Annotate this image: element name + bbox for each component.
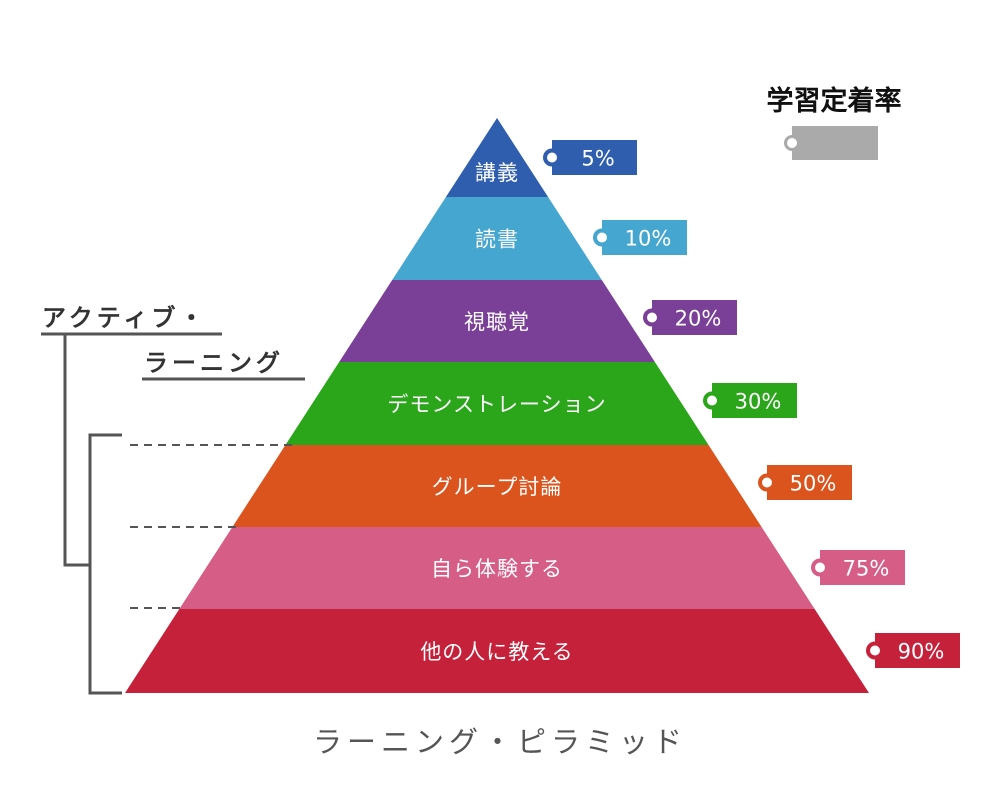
layer-divider-dashes <box>130 444 292 609</box>
layer-shape <box>179 527 815 609</box>
active-learning-bracket <box>41 332 305 695</box>
retention-rate-tag: 50% <box>758 465 852 500</box>
tag-hole-icon <box>815 562 825 573</box>
tag-hole-icon <box>707 395 717 406</box>
retention-rate-value: 5% <box>581 147 614 171</box>
retention-rate-tag: 90% <box>866 633 960 668</box>
layer-label: 視聴覚 <box>464 310 530 334</box>
layer-shape <box>339 280 655 362</box>
retention-rate-value: 75% <box>843 557 890 581</box>
pyramid-layer: 読書 <box>392 197 602 280</box>
retention-rate-tag: 75% <box>811 550 905 585</box>
retention-rate-tag: 5% <box>543 140 637 175</box>
retention-rate-value: 90% <box>898 640 945 664</box>
layer-shape <box>232 445 762 527</box>
retention-rate-tag: 30% <box>703 383 797 418</box>
layer-label: グループ討論 <box>432 475 563 499</box>
pyramid-layer: グループ討論 <box>232 445 762 527</box>
legend-title: 学習定着率 <box>767 85 902 117</box>
layer-shape <box>392 197 602 280</box>
pyramid-layer: デモンストレーション <box>285 362 709 445</box>
retention-rate-value: 50% <box>790 472 837 496</box>
tag-hole-icon <box>870 645 880 656</box>
pyramid-layer: 自ら体験する <box>179 527 815 609</box>
tag-hole-icon <box>597 232 607 243</box>
layer-label: 講義 <box>475 161 519 185</box>
retention-rate-value: 20% <box>675 307 722 331</box>
active-learning-label-line2: ラーニング <box>144 349 284 377</box>
layer-shape <box>125 609 869 693</box>
tag-hole-icon <box>547 152 557 163</box>
retention-rate-tag: 20% <box>643 300 737 335</box>
layer-shape <box>285 362 709 445</box>
tag-hole-icon <box>647 312 657 323</box>
layer-label: 自ら体験する <box>431 557 563 581</box>
layer-shape <box>445 118 549 197</box>
active-learning-label-line1: アクティブ・ <box>42 304 207 332</box>
legend-tag <box>784 126 878 160</box>
layer-label: 読書 <box>475 228 519 252</box>
retention-rate-tag: 10% <box>593 220 687 255</box>
retention-rate-value: 30% <box>735 390 782 414</box>
layer-label: デモンストレーション <box>387 393 606 417</box>
pyramid-layer: 視聴覚 <box>339 280 655 362</box>
tag-hole-icon <box>762 477 772 488</box>
retention-rate-value: 10% <box>625 227 672 251</box>
diagram-title: ラーニング・ピラミッド <box>313 725 687 759</box>
pyramid-layer: 他の人に教える <box>125 609 869 693</box>
pyramid-layer: 講義 <box>445 118 549 197</box>
layer-label: 他の人に教える <box>420 640 573 664</box>
